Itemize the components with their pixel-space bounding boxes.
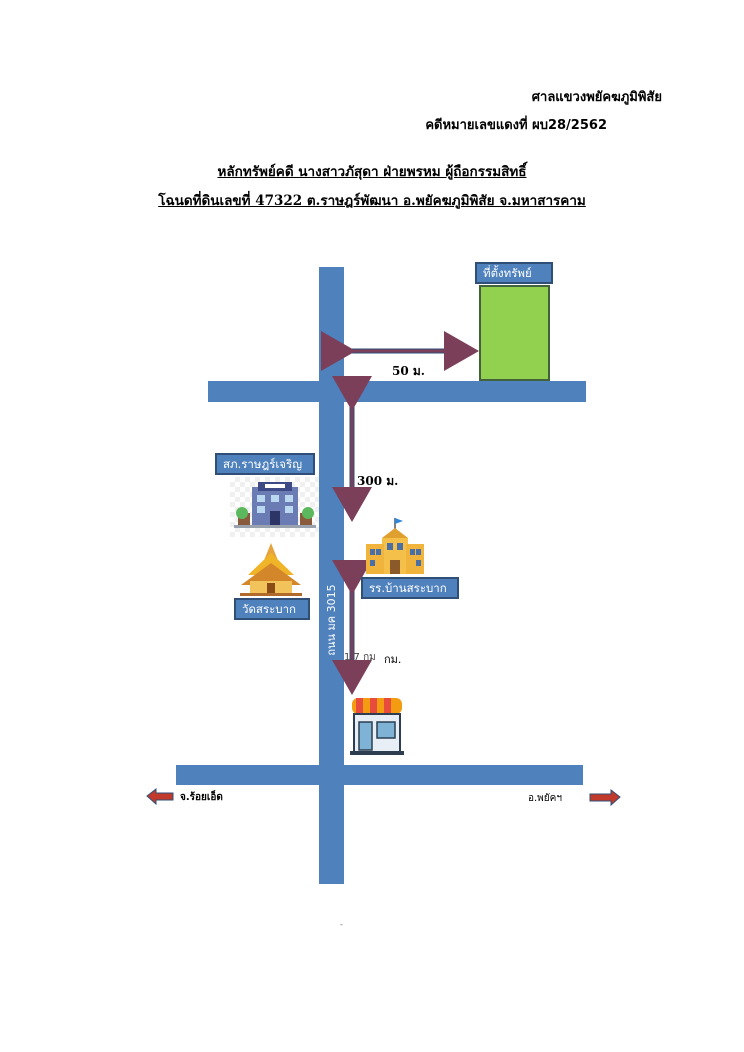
temple-label: วัดสระบาก [234,598,310,620]
left-direction-label: จ.ร้อยเอ็ด [180,792,223,803]
title-line-2: โฉนดที่ดินเลขที่ 47322 ต.ราษฎร์พัฒนา อ.พ… [158,193,586,209]
court-name: ศาลแขวงพยัคฆภูมิพิสัย [531,90,662,105]
lower-road-horizontal [176,765,583,785]
distance-300m: 300 ม. [357,474,399,488]
distance-1-7km-partial: 1.7 กม [344,652,376,663]
temple-image [236,541,306,597]
school-building-icon [366,518,424,574]
property-label: ที่ตั้งทรัพย์ [475,262,553,284]
distance-1-7km: กม. [384,653,402,666]
temple-icon [240,543,302,596]
title-line-1: หลักทรัพย์คดี นางสาวภัสุดา ฝ่ายพรหม ผู้ถ… [217,164,527,180]
police-station-image [230,477,319,537]
police-building-icon [234,482,316,528]
shop-icon [350,698,404,755]
left-direction-arrow [146,787,174,806]
property-plot [479,285,550,381]
distance-50m: 50 ม. [392,364,425,378]
upper-road-horizontal [208,381,586,402]
school-label: รร.บ้านสระบาก [361,577,459,599]
school-image [364,516,426,576]
police-label: สภ.ราษฎร์เจริญ [215,453,315,475]
shop-image [348,694,406,756]
right-direction-label: อ.พยัคฯ [528,793,562,804]
right-direction-arrow [589,788,621,807]
footer-mark: - [340,920,343,929]
case-number: คดีหมายเลขแดงที่ ผบ28/2562 [425,118,607,133]
